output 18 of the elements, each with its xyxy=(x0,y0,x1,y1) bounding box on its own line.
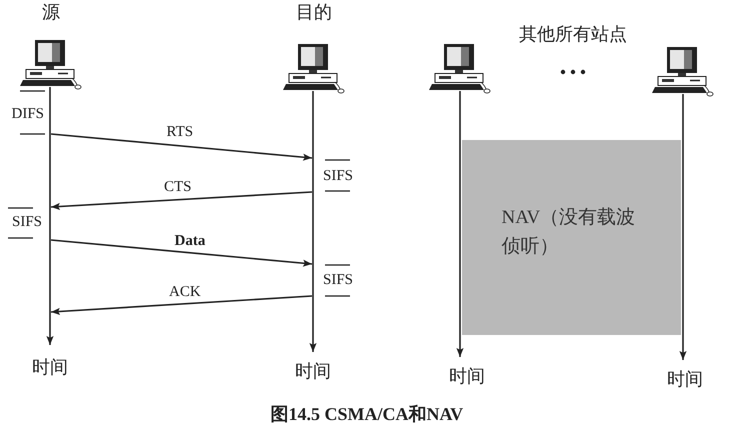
band-text: NAV（没有载波侦听） xyxy=(502,206,636,258)
interval-label: SIFS xyxy=(323,272,354,288)
axis-label: 时间 xyxy=(667,370,703,390)
caption: 图14.5 CSMA/CA和NAV xyxy=(270,405,464,425)
nav-band xyxy=(462,140,681,335)
interval-label: DIFS xyxy=(12,106,44,122)
message-arrow xyxy=(50,191,312,210)
group-heading: 其他所有站点 xyxy=(519,25,627,45)
axis-label: 时间 xyxy=(295,362,331,382)
interval-label: SIFS xyxy=(12,214,42,230)
interval-label: SIFS xyxy=(323,168,354,184)
message-arrow xyxy=(50,295,312,316)
axis-label: 时间 xyxy=(449,367,485,387)
message-arrow xyxy=(50,133,312,161)
message-arrow xyxy=(50,239,312,267)
axis-label: 时间 xyxy=(32,358,68,378)
station-label: 目的 xyxy=(296,2,332,24)
station-label: 源 xyxy=(42,2,60,24)
